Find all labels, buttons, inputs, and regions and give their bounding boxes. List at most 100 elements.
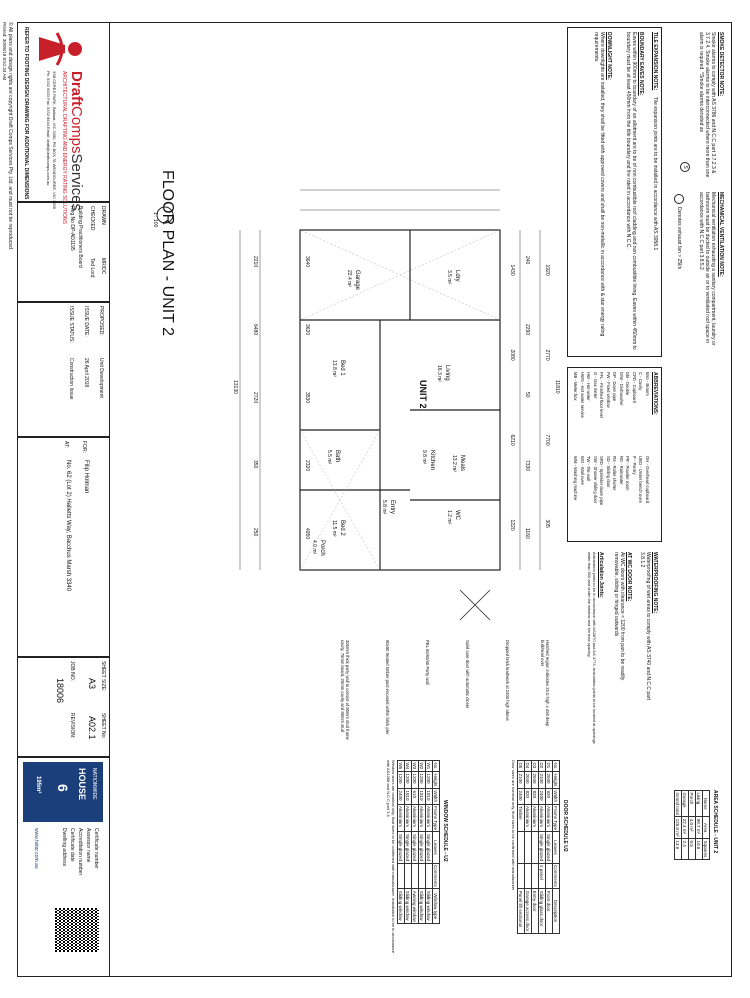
cert-label-4: Certificate date bbox=[69, 828, 75, 862]
schedule-cell: Sliding window bbox=[397, 888, 405, 924]
schedule-cell: 2100 bbox=[517, 771, 525, 789]
company-logo-cell: DraftCompsServices ARCHITECTURAL DRAFTIN… bbox=[17, 22, 110, 224]
proposed-label: PROPOSED: bbox=[98, 306, 104, 336]
schedule-cell: Garage access door bbox=[524, 888, 532, 934]
house-energy-badge: NATIONWIDE HOUSE 6 195m² bbox=[23, 762, 103, 822]
schedule-cell: 4.0 m² bbox=[688, 816, 696, 839]
dimension-value: 7330 bbox=[524, 460, 530, 472]
checked-label: CHECKED bbox=[89, 206, 95, 231]
issue-date-value: 26 April 2018 bbox=[83, 358, 89, 388]
room-name: Bed 2 bbox=[339, 520, 345, 536]
copyright-disclaimer: © All plans and design rights are copyri… bbox=[7, 22, 13, 251]
cert-label-3: Accreditation number bbox=[77, 828, 83, 876]
schedule-header-cell: Comments bbox=[432, 863, 440, 889]
schedule-cell: D2 bbox=[538, 760, 546, 772]
cert-label-2: Assessor name bbox=[85, 828, 91, 863]
schedule-header-cell: Comments bbox=[552, 863, 560, 889]
schedule-cell: Aluminium bbox=[538, 804, 546, 832]
schedule-cell: Aluminium bbox=[411, 804, 419, 832]
room-area: 13.8 m² bbox=[331, 360, 337, 377]
unit-label: UNIT 2 bbox=[418, 380, 428, 409]
abbreviation-item: DP - Down pipe bbox=[612, 372, 618, 402]
schedule-cell: 10.6 bbox=[695, 838, 703, 860]
room-area: 3.5 m² bbox=[446, 270, 452, 285]
schedule-cell: Sliding glass door bbox=[538, 888, 546, 934]
abbreviation-item: G - Gas meter bbox=[593, 372, 598, 399]
schedule-cell bbox=[531, 831, 539, 864]
room-name: Bed 1 bbox=[339, 360, 345, 376]
door-schedule-note: Door sizes are nominal only, final sizes… bbox=[511, 760, 516, 891]
schedule-cell: Sliding window bbox=[404, 888, 412, 924]
schedule-cell: Single glazed bbox=[404, 831, 412, 864]
exhaust-fan-icon bbox=[674, 194, 684, 204]
dimension-total-bottom: 13130 bbox=[232, 380, 238, 394]
plan-sheet-marker bbox=[156, 206, 174, 224]
schedule-cell bbox=[545, 863, 553, 889]
schedule-cell: D3 bbox=[531, 760, 539, 772]
drawn-label: DRAWN bbox=[100, 206, 106, 225]
schedule-header-cell: Frame Type bbox=[552, 804, 560, 832]
room-name: Ldry bbox=[454, 270, 460, 282]
energy-rating-cell: NATIONWIDE HOUSE 6 195m² Certificate num… bbox=[17, 757, 110, 977]
cert-label-1: Certificate number bbox=[93, 828, 99, 869]
abbreviation-item: C - Cavity bbox=[638, 372, 644, 391]
schedule-header-cell: Height bbox=[432, 771, 440, 789]
room-name: Porch bbox=[319, 540, 325, 556]
schedule-cell: Garage bbox=[681, 790, 689, 817]
schedule-cell: 610 bbox=[411, 788, 419, 805]
dimension-value: 50 bbox=[524, 392, 530, 398]
schedule-cell: W3 bbox=[411, 760, 419, 772]
dimension-value: 2210 bbox=[252, 256, 258, 268]
window-schedule-title: WINDOW SCHEDULE - U2 bbox=[442, 800, 448, 862]
abbreviation-item: RD - Rainwater bbox=[619, 456, 624, 485]
wc-door-note-title: AT WC DOOR NOTE: bbox=[626, 552, 632, 602]
schedule-cell: 13.6 bbox=[674, 838, 682, 860]
dimension-value: 1220 bbox=[509, 519, 515, 531]
issue-status-label: ISSUE STATUS: bbox=[68, 306, 74, 343]
room-name: Kitchen bbox=[429, 450, 435, 471]
company-address: 33B CERES PARK, Ballarat, VIC 3350, PO B… bbox=[52, 71, 57, 209]
schedule-header-cell: Name bbox=[702, 790, 710, 817]
schedule-cell: Porch bbox=[688, 790, 696, 817]
schedule-cell: Single glazed bbox=[411, 831, 419, 864]
schedule-cell: 2100 bbox=[538, 771, 546, 789]
schedule-cell: 1200 bbox=[418, 771, 426, 789]
schedule-cell: 2.4 bbox=[681, 838, 689, 860]
dimension-value: 2720 bbox=[252, 392, 258, 404]
articulation-title: Articulation Joints: bbox=[598, 552, 604, 598]
schedule-cell bbox=[425, 863, 433, 889]
schedule-cell: 0.5 bbox=[688, 838, 696, 860]
room-name: Garage bbox=[354, 270, 360, 291]
schedule-cell bbox=[404, 863, 412, 889]
schedule-cell: 820 bbox=[524, 788, 532, 805]
badge-house-word: HOUSE bbox=[77, 768, 87, 801]
schedule-cell: W2 bbox=[418, 760, 426, 772]
room-area: 5.5 m² bbox=[326, 450, 332, 465]
articulation-text: Articulation joints to be in accordance … bbox=[587, 552, 597, 744]
job-no-label: JOB NO: bbox=[69, 661, 75, 682]
sheet-size-label: SHEET SIZE: bbox=[100, 661, 106, 692]
schedule-cell bbox=[517, 863, 525, 889]
cert-label-5: Dwelling address bbox=[61, 828, 67, 867]
schedule-cell: 1200 bbox=[425, 771, 433, 789]
schedule-cell: 1200 bbox=[411, 771, 419, 789]
schedule-cell: Timber bbox=[517, 804, 525, 832]
downlight-note-text: Where downlights are installed, they sha… bbox=[593, 32, 605, 337]
abbreviations-title: ABBREVIATIONS: bbox=[652, 372, 658, 415]
schedule-header-cell: Leaves bbox=[432, 831, 440, 864]
schedule-cell: 1810 bbox=[425, 788, 433, 805]
schedule-cell: Awning window bbox=[411, 888, 419, 924]
abbreviation-item: SW - Shower sliding door bbox=[593, 456, 598, 504]
dimension-value: 2080 bbox=[509, 349, 515, 361]
room-area: 16.3 m² bbox=[436, 365, 442, 382]
schedule-cell: Single glazed bbox=[425, 831, 433, 864]
